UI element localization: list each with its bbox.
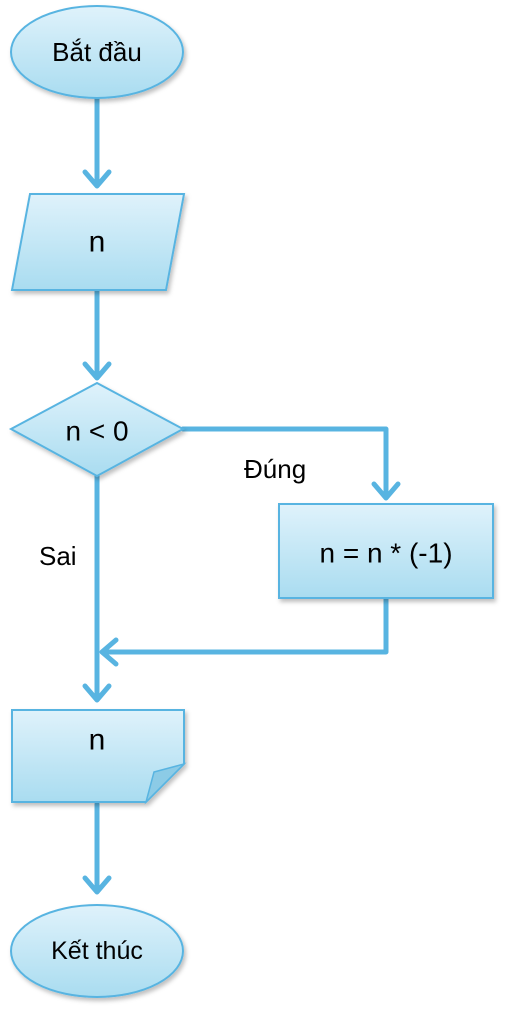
end-label: Kết thúc: [51, 937, 143, 965]
arrow-decision-true-to-process: [180, 426, 389, 499]
process-label: n = n * (-1): [319, 538, 452, 569]
output-page-fold: [144, 762, 187, 805]
arrow-input-to-decision-head: [82, 361, 112, 381]
arrow-merge-head: [99, 637, 119, 667]
false-branch-label: Sai: [39, 541, 77, 571]
arrow-process-to-merge: [101, 595, 389, 655]
decision-node: n < 0: [8, 381, 186, 478]
decision-label: n < 0: [65, 416, 128, 447]
arrow-decision-true-head: [371, 481, 401, 501]
true-branch-label: Đúng: [244, 454, 306, 484]
end-terminator-shape: [10, 904, 184, 998]
decision-diamond-shape: [8, 381, 186, 478]
start-node: Bắt đầu: [10, 5, 184, 99]
output-label: n: [89, 724, 106, 757]
output-node: n: [11, 709, 187, 805]
end-node: Kết thúc: [10, 904, 184, 998]
arrow-decision-false-head: [82, 683, 112, 703]
process-rectangle-shape: [278, 503, 494, 599]
process-node: n = n * (-1): [278, 503, 494, 599]
input-label: n: [89, 226, 106, 259]
arrow-output-to-end-head: [82, 875, 112, 895]
input-parallelogram-shape: [10, 193, 186, 291]
connectors: [82, 95, 401, 895]
start-label: Bắt đầu: [52, 37, 142, 67]
start-terminator-shape: [10, 5, 184, 99]
input-node: n: [10, 193, 186, 291]
arrow-start-to-input-head: [82, 169, 112, 189]
